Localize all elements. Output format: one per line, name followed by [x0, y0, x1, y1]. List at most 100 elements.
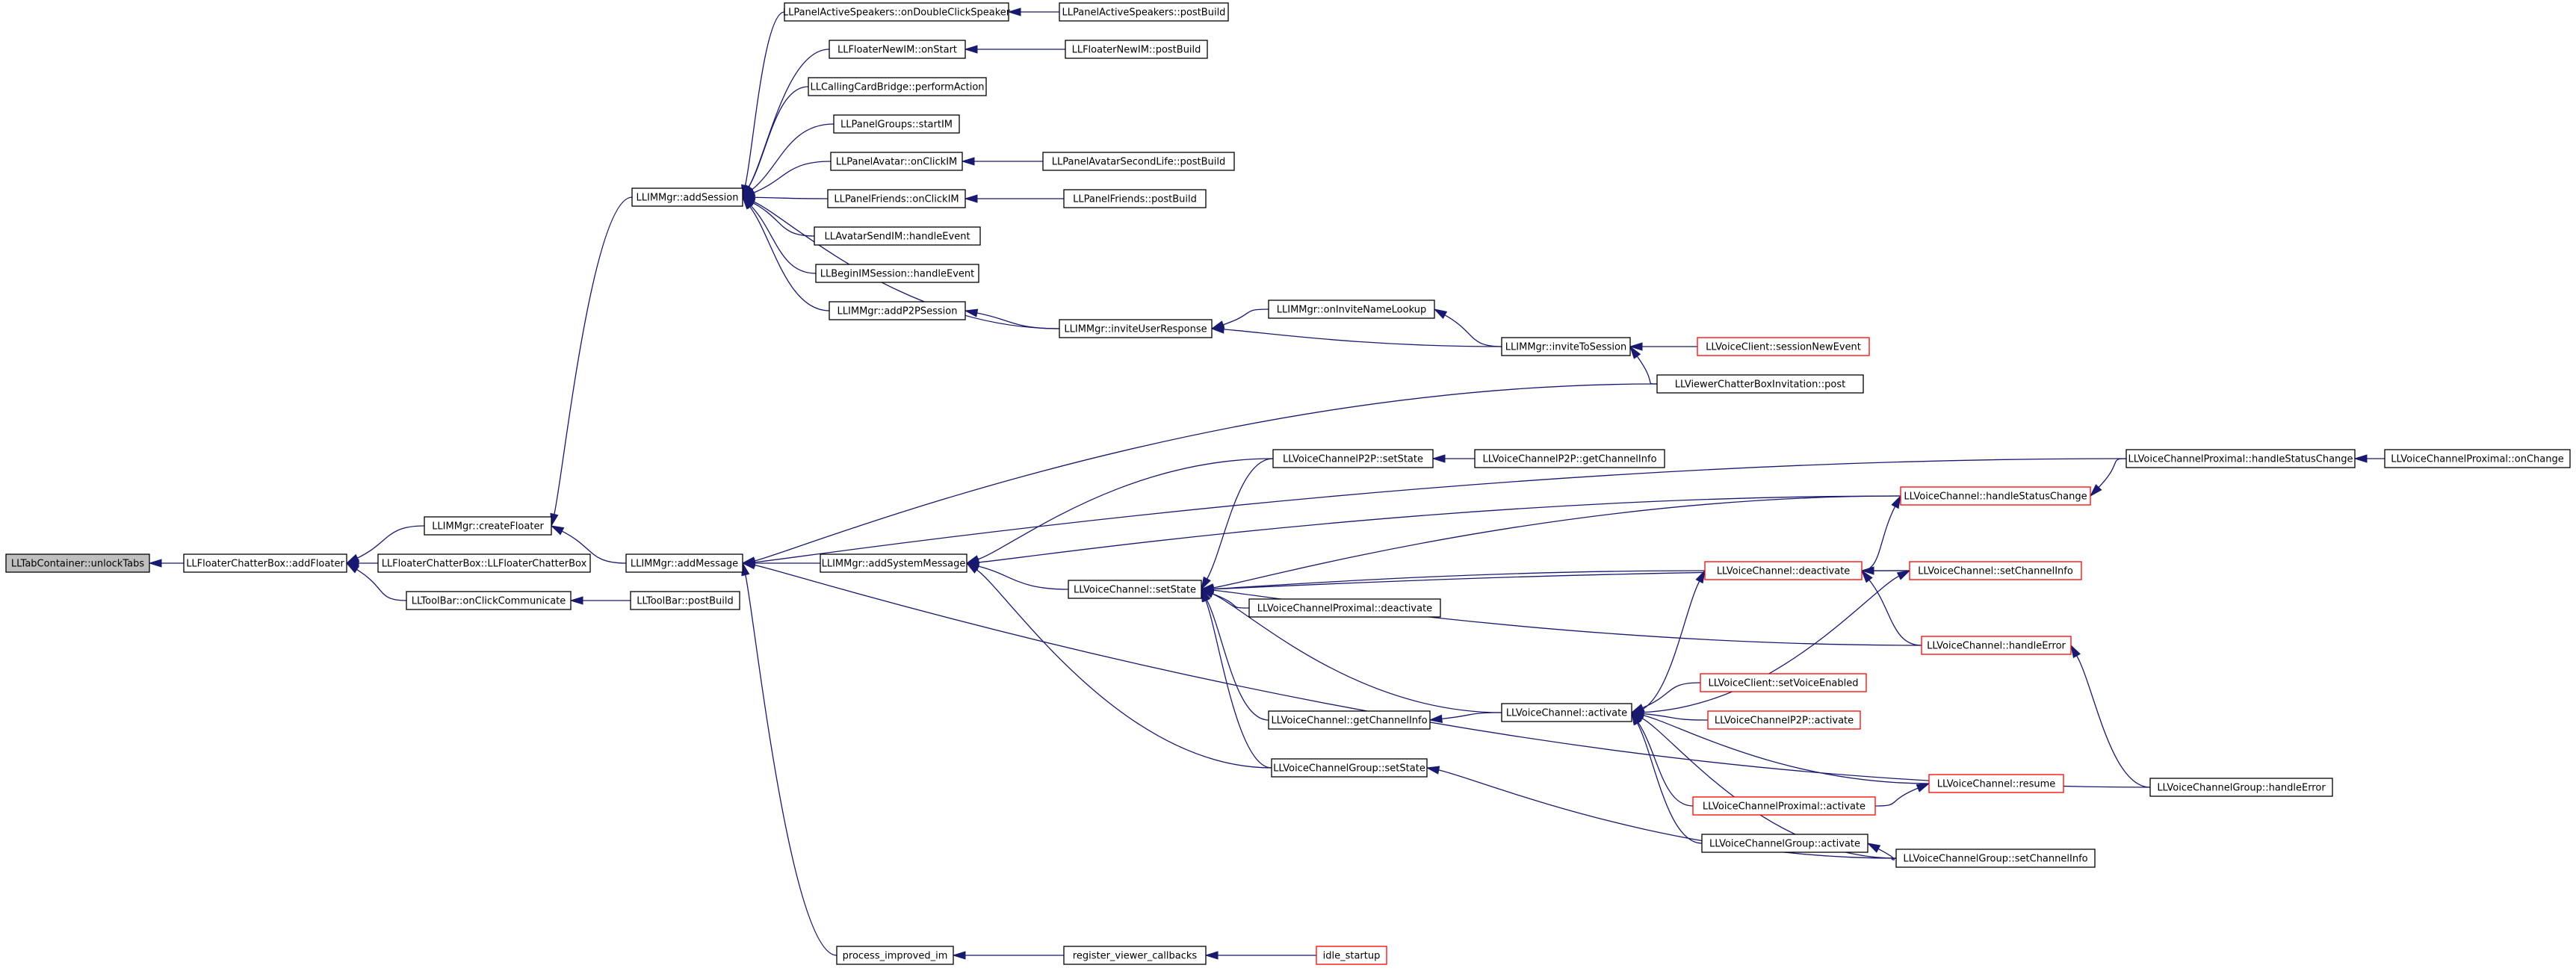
node-activeSpkDbl[interactable]: LLPanelActiveSpeakers::onDoubleClickSpea…	[783, 2, 1011, 22]
edge-line	[754, 196, 829, 199]
edge-chActivate-to-chGetChannelInfo	[1428, 712, 1502, 723]
node-box	[1692, 796, 1876, 816]
edge-line	[1213, 570, 1706, 590]
node-idleStartup[interactable]: idle_startup	[1316, 946, 1387, 965]
node-label: LLVoiceChannel::getChannelInfo	[1271, 716, 1427, 727]
node-proximalOnChange[interactable]: LLVoiceChannelProximal::onChange	[2384, 449, 2571, 468]
node-friendsClickIM[interactable]: LLPanelFriends::onClickIM	[827, 189, 966, 208]
node-createFloater[interactable]: LLIMMgr::createFloater	[424, 516, 552, 536]
node-friendsPost[interactable]: LLPanelFriends::postBuild	[1063, 189, 1207, 208]
arrowhead-icon	[1425, 766, 1440, 775]
node-chSetState[interactable]: LLVoiceChannel::setState	[1068, 580, 1202, 599]
node-chSetChannelInfo[interactable]: LLVoiceChannel::setChannelInfo	[1909, 561, 2082, 580]
edge-newIMStart-to-addSession	[742, 49, 830, 199]
node-sessionNewEvent[interactable]: LLVoiceClient::sessionNewEvent	[1697, 337, 1870, 356]
node-box	[183, 553, 347, 573]
node-beginIMSession[interactable]: LLBeginIMSession::handleEvent	[815, 264, 979, 283]
node-p2pActivate[interactable]: LLVoiceChannelP2P::activate	[1707, 710, 1861, 730]
edge-line	[357, 525, 425, 559]
node-label: LLVoiceChannel::setChannelInfo	[1918, 566, 2073, 577]
node-box	[631, 187, 743, 207]
edge-line	[1441, 712, 1502, 719]
edge-setVoiceEnabled-to-chActivate	[1630, 682, 1701, 713]
edge-line	[1206, 599, 1269, 721]
node-newIMPost[interactable]: LLFloaterNewIM::postBuild	[1065, 40, 1208, 59]
node-box	[1068, 580, 1202, 599]
node-toolbarPostBuild[interactable]: LLToolBar::postBuild	[630, 591, 740, 610]
node-proxActivate[interactable]: LLVoiceChannelProximal::activate	[1692, 796, 1876, 816]
node-inviteUserResponse[interactable]: LLIMMgr::inviteUserResponse	[1059, 319, 1213, 338]
node-addMessage[interactable]: LLIMMgr::addMessage	[625, 553, 743, 573]
node-grpSetChannelInfo[interactable]: LLVoiceChannelGroup::setChannelInfo	[1895, 849, 2096, 868]
edge-chHandleError-to-chDeactivate	[1860, 569, 1922, 646]
node-chatterInvitePost[interactable]: LLViewerChatterBoxInvitation::post	[1656, 374, 1864, 394]
node-avatar2ndLife[interactable]: LLPanelAvatarSecondLife::postBuild	[1042, 152, 1235, 171]
node-label: LLVoiceChannel::activate	[1506, 708, 1627, 719]
node-label: idle_startup	[1323, 951, 1381, 962]
edge-activeSpkPost-to-activeSpkDbl	[1007, 7, 1059, 16]
edge-line	[1642, 682, 1701, 709]
node-onInviteNameLookup[interactable]: LLIMMgr::onInviteNameLookup	[1268, 300, 1435, 319]
arrowhead-icon	[345, 562, 360, 574]
node-addSystemMessage[interactable]: LLIMMgr::addSystemMessage	[820, 553, 967, 573]
edge-friendsClickIM-to-addSession	[741, 193, 829, 202]
node-callingCard[interactable]: LLCallingCardBridge::performAction	[808, 77, 987, 96]
node-avatarSendIM[interactable]: LLAvatarSendIM::handleEvent	[814, 226, 981, 246]
node-processImprovedIM[interactable]: process_improved_im	[836, 946, 954, 965]
node-inviteToSession[interactable]: LLIMMgr::inviteToSession	[1501, 337, 1631, 356]
node-label: LLPanelAvatarSecondLife::postBuild	[1052, 157, 1226, 168]
node-box	[1063, 946, 1207, 965]
node-groupsStartIM[interactable]: LLPanelGroups::startIM	[833, 114, 960, 134]
node-avatarClickIM[interactable]: LLPanelAvatar::onClickIM	[830, 152, 963, 171]
node-label: LLVoiceChannel::handleError	[1927, 641, 2066, 652]
node-chResume[interactable]: LLVoiceChannel::resume	[1928, 774, 2064, 793]
node-chActivate[interactable]: LLVoiceChannel::activate	[1501, 703, 1632, 722]
node-box	[1501, 703, 1632, 722]
edge-line	[749, 206, 830, 311]
arrowhead-icon	[1431, 454, 1446, 463]
arrowhead-icon	[1860, 566, 1874, 575]
node-chGetChannelInfo[interactable]: LLVoiceChannel::getChannelInfo	[1268, 710, 1431, 730]
node-box	[1042, 152, 1235, 171]
node-p2pSetState[interactable]: LLVoiceChannelP2P::setState	[1272, 449, 1434, 468]
node-chDeactivate[interactable]: LLVoiceChannel::deactivate	[1704, 561, 1863, 580]
edge-line	[1212, 593, 1250, 609]
edge-line	[752, 202, 815, 237]
node-addP2PSession[interactable]: LLIMMgr::addP2PSession	[829, 301, 966, 320]
node-label: LLFloaterChatterBox::addFloater	[186, 559, 344, 570]
node-label: LLVoiceClient::setVoiceEnabled	[1708, 678, 1858, 689]
node-addSession[interactable]: LLIMMgr::addSession	[631, 187, 743, 207]
node-label: LLVoiceChannel::deactivate	[1717, 566, 1851, 577]
node-label: LLPanelFriends::onClickIM	[834, 194, 959, 205]
node-proximalHandleStatus[interactable]: LLVoiceChannelProximal::handleStatusChan…	[2125, 449, 2356, 468]
edge-chActivate-to-chSetState	[1200, 589, 1502, 713]
arrowhead-icon	[1428, 714, 1443, 723]
arrowhead-icon	[964, 45, 978, 54]
node-p2pGetChannelInfo[interactable]: LLVoiceChannelP2P::getChannelInfo	[1474, 449, 1665, 468]
edge-line	[754, 564, 2151, 788]
node-newIMStart[interactable]: LLFloaterNewIM::onStart	[829, 40, 966, 59]
node-grpActivate[interactable]: LLVoiceChannelGroup::activate	[1701, 834, 1868, 853]
node-proxDeactivate[interactable]: LLVoiceChannelProximal::deactivate	[1248, 598, 1441, 618]
arrowhead-icon	[1007, 7, 1021, 16]
node-label: LLVoiceChannel::handleStatusChange	[1904, 491, 2087, 503]
edge-grpSetState-to-addSystemMessage	[965, 562, 1272, 769]
node-unlockTabs[interactable]: LLTabContainer::unlockTabs	[5, 553, 150, 573]
arrowhead-icon	[964, 308, 979, 317]
node-ctorChatterBox[interactable]: LLFloaterChatterBox::LLFloaterChatterBox	[377, 553, 591, 573]
edge-line	[748, 49, 830, 187]
node-label: LLTabContainer::unlockTabs	[11, 559, 144, 570]
node-grpHandleError[interactable]: LLVoiceChannelGroup::handleError	[2149, 778, 2333, 797]
node-addFloater[interactable]: LLFloaterChatterBox::addFloater	[183, 553, 347, 573]
node-onClickCommunicate[interactable]: LLToolBar::onClickCommunicate	[406, 591, 572, 610]
node-grpSetState[interactable]: LLVoiceChannelGroup::setState	[1271, 758, 1428, 778]
node-chHandleError[interactable]: LLVoiceChannel::handleError	[1921, 636, 2072, 655]
node-activeSpkPost[interactable]: LLPanelActiveSpeakers::postBuild	[1059, 2, 1229, 22]
node-registerCallbacks[interactable]: register_viewer_callbacks	[1063, 946, 1207, 965]
node-box	[2384, 449, 2571, 468]
arrowhead-icon	[1695, 569, 1706, 584]
node-chHandleStatus[interactable]: LLVoiceChannel::handleStatusChange	[1900, 486, 2091, 506]
edge-inviteUserResponse-to-addP2PSession	[964, 308, 1060, 329]
node-setVoiceEnabled[interactable]: LLVoiceClient::setVoiceEnabled	[1700, 673, 1867, 692]
arrowhead-icon	[741, 196, 756, 206]
